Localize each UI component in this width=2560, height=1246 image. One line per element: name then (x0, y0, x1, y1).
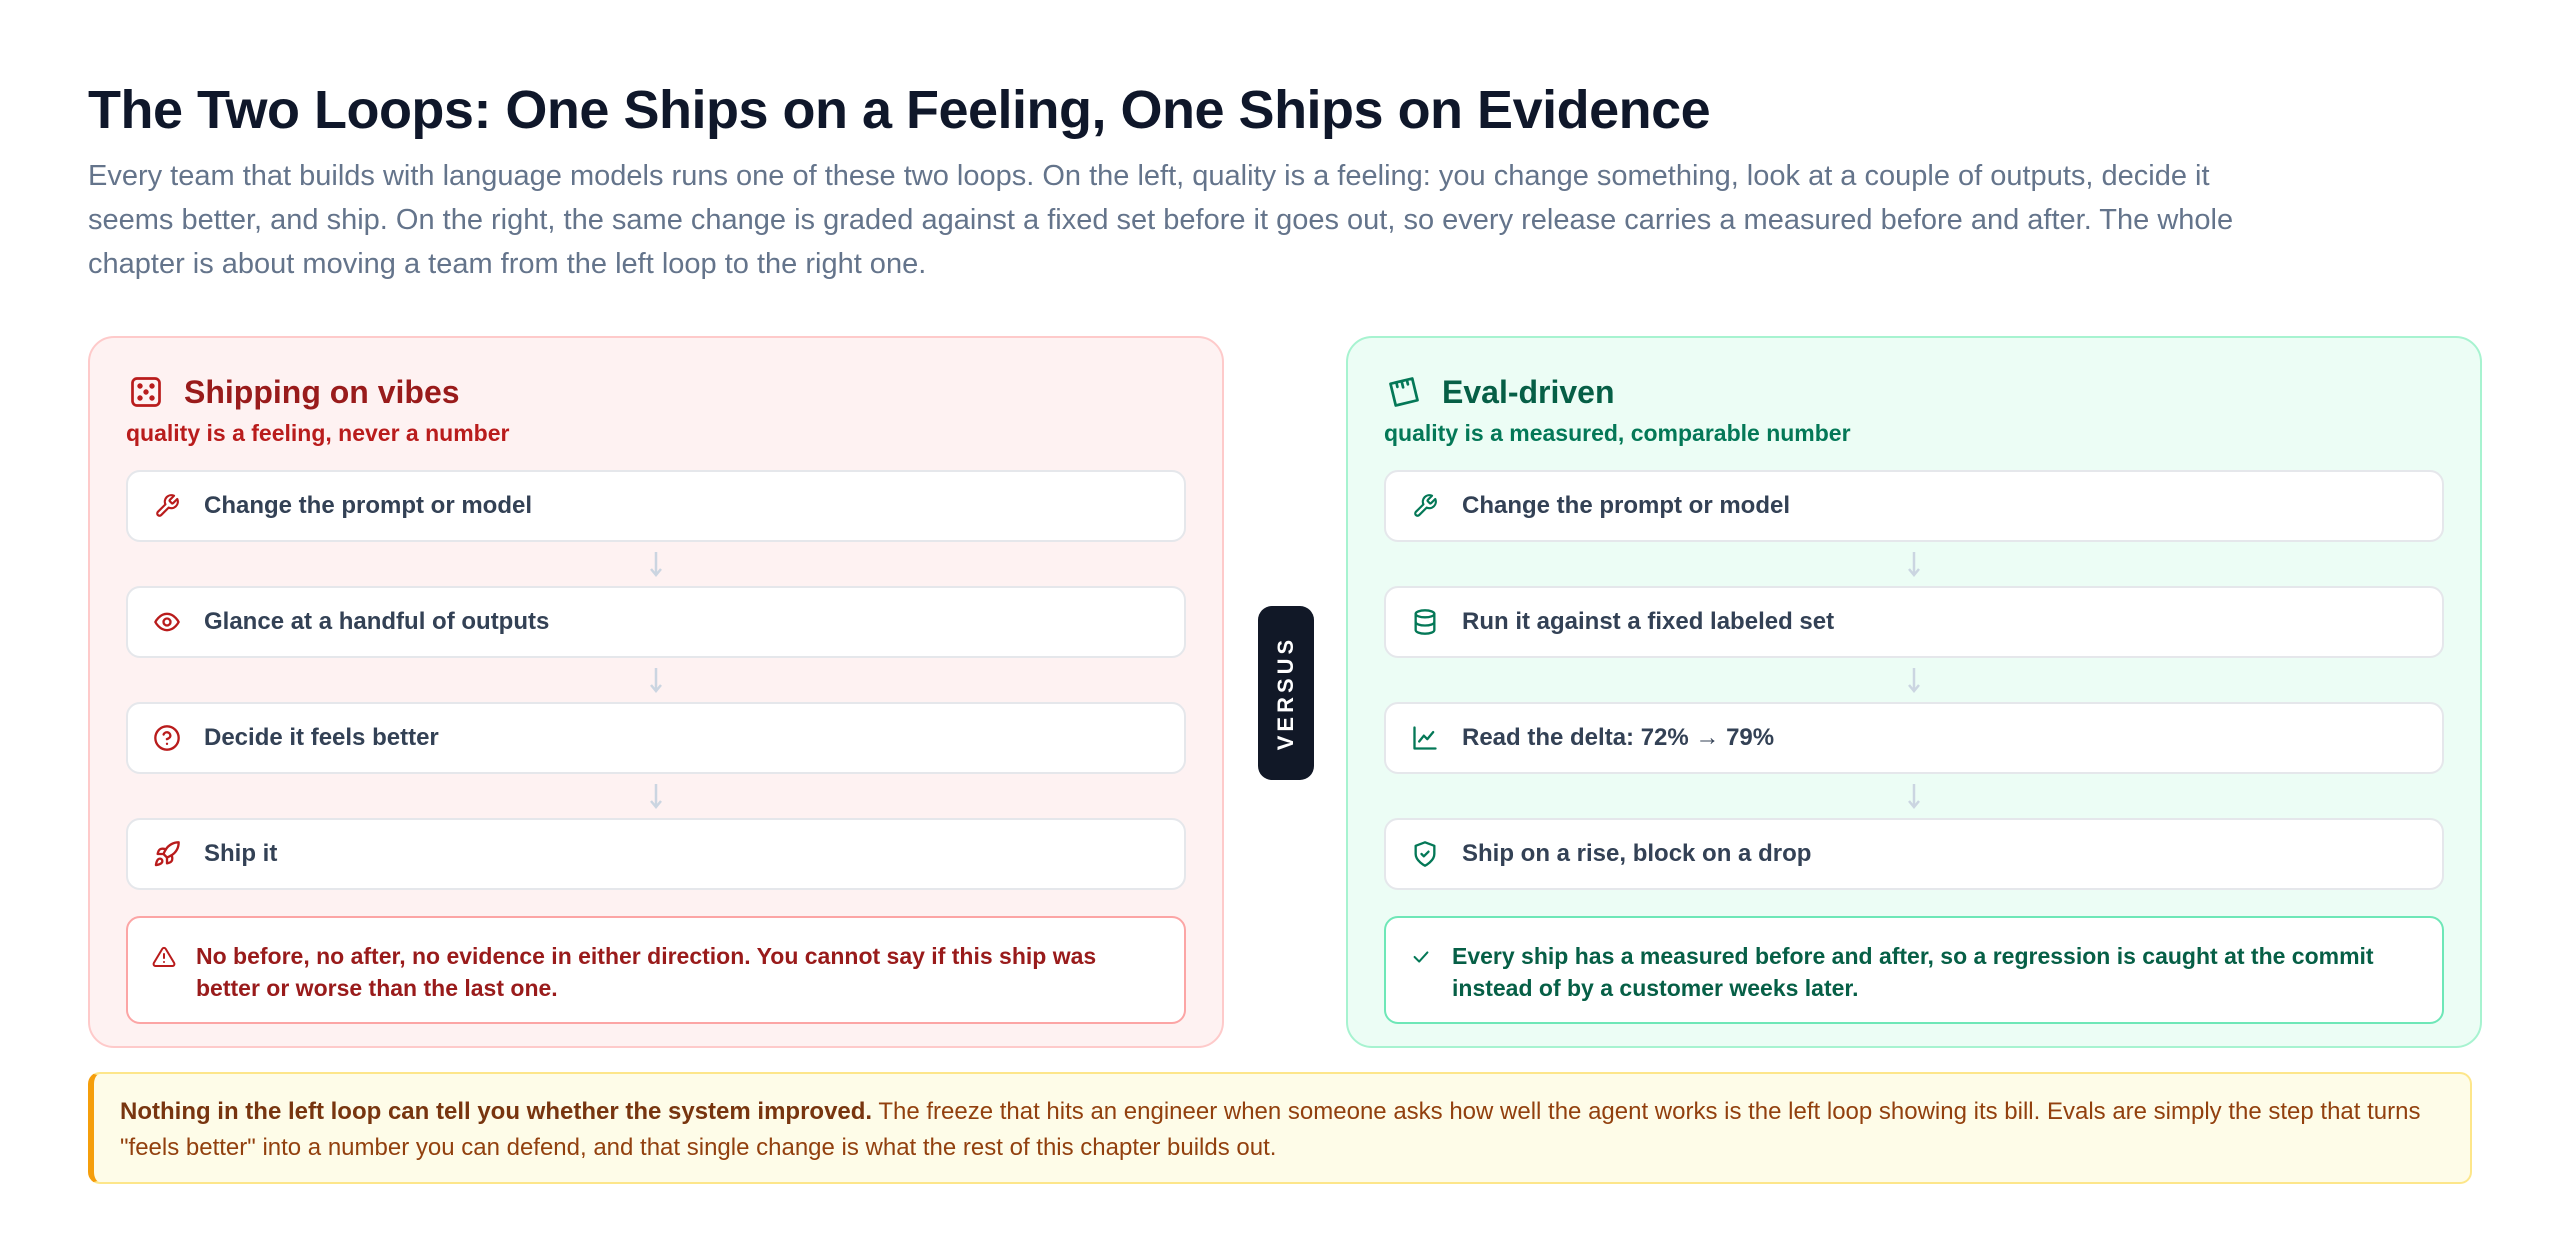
vibes-note-text: No before, no after, no evidence in eith… (196, 943, 1097, 1001)
eval-panel: Eval-driven quality is a measured, compa… (1346, 336, 2482, 1048)
down-arrow-icon (1384, 774, 2444, 818)
vibes-step-glance: Glance at a handful of outputs (126, 586, 1186, 658)
down-arrow-icon (1384, 658, 2444, 702)
eval-panel-subtitle: quality is a measured, comparable number (1384, 420, 1851, 446)
vibes-panel-header: Shipping on vibes (126, 370, 1186, 414)
warning-icon (152, 944, 176, 970)
eval-success-note: Every ship has a measured before and aft… (1384, 916, 2444, 1024)
shield-check-icon (1410, 839, 1440, 869)
database-icon (1410, 607, 1440, 637)
eval-panel-title: Eval-driven (1442, 373, 1615, 410)
step-label: Run it against a fixed labeled set (1462, 608, 1835, 635)
vibes-step-decide: Decide it feels better (126, 702, 1186, 774)
callout-bold: Nothing in the left loop can tell you wh… (120, 1098, 873, 1125)
intro-paragraph: Every team that builds with language mod… (88, 160, 2234, 280)
question-icon (152, 723, 182, 753)
step-label: Ship on a rise, block on a drop (1462, 840, 1812, 867)
chart-icon (1410, 723, 1440, 753)
ruler-icon (1384, 372, 1424, 412)
eval-note-text: Every ship has a measured before and aft… (1452, 943, 2374, 1001)
step-label: Change the prompt or model (204, 492, 533, 519)
callout-text: The freeze that hits an engineer when so… (120, 1098, 2421, 1161)
comparison-row: Shipping on vibes quality is a feeling, … (88, 336, 2482, 1048)
wrench-icon (1410, 491, 1440, 521)
step-label: Change the prompt or model (1462, 492, 1791, 519)
down-arrow-icon (1384, 542, 2444, 586)
summary-callout: Nothing in the left loop can tell you wh… (88, 1072, 2472, 1184)
eval-step-change: Change the prompt or model (1384, 470, 2444, 542)
wrench-icon (152, 491, 182, 521)
eval-step-run: Run it against a fixed labeled set (1384, 586, 2444, 658)
eval-step-ship: Ship on a rise, block on a drop (1384, 818, 2444, 890)
down-arrow-icon (126, 774, 1186, 818)
step-label: Decide it feels better (204, 724, 439, 751)
versus-label: VERSUS (1273, 635, 1299, 751)
eye-icon (152, 607, 182, 637)
vibes-panel-subtitle: quality is a feeling, never a number (126, 420, 510, 446)
vibes-panel-title: Shipping on vibes (184, 373, 460, 410)
vibes-steps: Change the prompt or model Glance at a h… (126, 470, 1186, 890)
eval-panel-header: Eval-driven (1384, 370, 2444, 414)
vibes-step-change: Change the prompt or model (126, 470, 1186, 542)
rocket-icon (152, 839, 182, 869)
versus-badge: VERSUS (1258, 606, 1314, 780)
vibes-warning-note: No before, no after, no evidence in eith… (126, 916, 1186, 1024)
down-arrow-icon (126, 542, 1186, 586)
vibes-panel: Shipping on vibes quality is a feeling, … (88, 336, 1224, 1048)
page: The Two Loops: One Ships on a Feeling, O… (88, 80, 2482, 1184)
down-arrow-icon (126, 658, 1186, 702)
eval-steps: Change the prompt or model Run it agains… (1384, 470, 2444, 890)
dice-icon (126, 372, 166, 412)
step-label: Glance at a handful of outputs (204, 608, 550, 635)
step-label: Read the delta: 72% → 79% (1462, 724, 1775, 751)
step-label: Ship it (204, 840, 278, 867)
page-title: The Two Loops: One Ships on a Feeling, O… (88, 80, 1711, 140)
vibes-step-ship: Ship it (126, 818, 1186, 890)
check-icon (1410, 944, 1432, 970)
eval-step-read-delta: Read the delta: 72% → 79% (1384, 702, 2444, 774)
